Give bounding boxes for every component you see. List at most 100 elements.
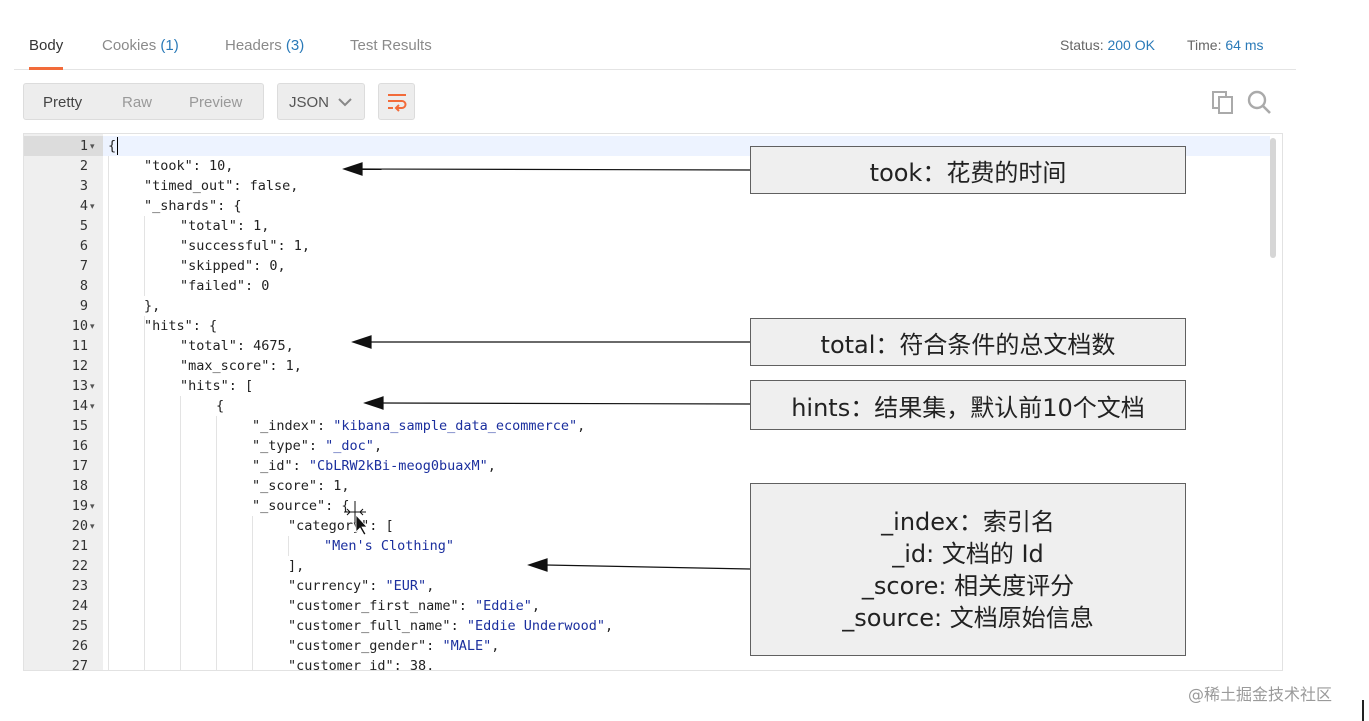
json-token: : [ — [369, 518, 394, 534]
time-value: 64 ms — [1225, 37, 1264, 53]
wrap-lines-button[interactable] — [378, 83, 415, 120]
indent-guide — [144, 316, 145, 670]
fold-toggle-icon[interactable]: ▾ — [90, 501, 95, 511]
fold-toggle-icon[interactable]: ▾ — [90, 401, 95, 411]
json-token: : 1, — [269, 358, 302, 374]
json-token: ], — [288, 558, 305, 574]
line-number: 17 — [71, 458, 88, 474]
json-key: "hits" — [180, 378, 229, 394]
code-line: { — [108, 136, 116, 156]
tab-count: (1) — [160, 37, 179, 54]
code-line: "max_score": 1, — [180, 356, 302, 376]
code-line: "took": 10, — [144, 156, 233, 176]
tab-cookies[interactable]: Cookies (1) — [102, 37, 179, 70]
indent-guide — [216, 416, 217, 670]
json-key: "customer_full_name" — [288, 618, 451, 634]
json-key: "max_score" — [180, 358, 270, 374]
annotation-field-index: _index：索引名 — [881, 507, 1055, 536]
line-number: 15 — [71, 418, 88, 434]
json-string: "Eddie" — [474, 598, 532, 614]
json-string: "Men's Clothing" — [324, 538, 455, 554]
vertical-scrollbar[interactable] — [1270, 138, 1276, 258]
indent-guide — [288, 536, 289, 556]
json-token: { — [108, 138, 117, 154]
json-key: "took" — [144, 158, 193, 174]
json-token: , — [487, 458, 496, 474]
json-token: : 0 — [245, 278, 270, 294]
line-number: 4 — [79, 198, 88, 214]
json-token: , — [491, 638, 500, 654]
line-number: 21 — [71, 538, 88, 554]
json-key: "_index" — [252, 418, 318, 434]
code-line: "customer_gender": "MALE", — [288, 636, 499, 656]
fold-toggle-icon[interactable]: ▾ — [90, 381, 95, 391]
json-token: : — [308, 438, 326, 454]
fold-toggle-icon[interactable]: ▾ — [90, 521, 95, 531]
json-key: "_id" — [252, 458, 293, 474]
json-token: , — [426, 578, 435, 594]
line-number: 13 — [71, 378, 88, 394]
json-token: , — [373, 438, 383, 454]
code-line: { — [216, 396, 224, 416]
line-number: 27 — [71, 658, 88, 671]
code-line: "_score": 1, — [252, 476, 350, 496]
fold-toggle-icon[interactable]: ▾ — [90, 141, 95, 151]
line-number: 2 — [79, 158, 88, 174]
json-token: : { — [325, 498, 350, 514]
tab-test-results[interactable]: Test Results — [350, 37, 432, 70]
json-key: "customer_gender" — [288, 638, 427, 654]
code-line: "_index": "kibana_sample_data_ecommerce"… — [252, 416, 585, 436]
code-line: "customer_full_name": "Eddie Underwood", — [288, 616, 613, 636]
search-icon[interactable] — [1247, 90, 1273, 114]
line-number: 1 — [79, 138, 88, 154]
annotation-field-source: _source: 文档原始信息 — [842, 603, 1094, 632]
annotation-fields: _index：索引名 _id: 文档的 Id _score: 相关度评分 _so… — [750, 483, 1186, 656]
fold-toggle-icon[interactable]: ▾ — [90, 201, 95, 211]
code-line: "category": [ — [288, 516, 394, 536]
status-value: 200 OK — [1107, 37, 1155, 53]
code-line: "_type": "_doc", — [252, 436, 382, 456]
fold-toggle-icon[interactable]: ▾ — [90, 321, 95, 331]
json-token: }, — [144, 298, 161, 314]
indent-guide — [180, 396, 181, 670]
line-number: 26 — [71, 638, 88, 654]
json-string: "CbLRW2kBi-meog0buaxM" — [308, 458, 488, 474]
line-number: 19 — [71, 498, 88, 514]
json-key: "total" — [180, 338, 237, 354]
wrap-lines-icon — [388, 94, 407, 112]
annotation-field-id: _id: 文档的 Id — [892, 539, 1044, 568]
json-string: "Eddie Underwood" — [466, 618, 605, 634]
annotation-total: total：符合条件的总文档数 — [750, 318, 1186, 366]
json-key: "timed_out" — [144, 178, 234, 194]
json-token: : — [458, 598, 475, 614]
indent-guide — [144, 216, 145, 296]
json-token: : 1, — [277, 238, 311, 254]
json-key: "currency" — [288, 578, 370, 594]
view-mode-pretty[interactable]: Pretty — [43, 94, 83, 111]
tab-headers[interactable]: Headers (3) — [225, 37, 304, 70]
line-number: 23 — [71, 578, 88, 594]
code-line: "Men's Clothing" — [324, 536, 454, 556]
json-token: , — [605, 618, 614, 634]
json-key: "customer_first_name" — [288, 598, 459, 614]
line-number: 11 — [71, 338, 88, 354]
tab-body[interactable]: Body — [29, 37, 64, 70]
code-line: "successful": 1, — [180, 236, 310, 256]
time-label: Time: — [1187, 37, 1222, 53]
copy-icon[interactable] — [1211, 90, 1235, 114]
json-token: : 4675, — [236, 338, 294, 354]
code-line: "_shards": { — [144, 196, 242, 216]
json-key: "customer_id" — [288, 658, 394, 671]
text-cursor — [117, 137, 118, 155]
tab-label: Headers — [225, 37, 282, 54]
view-mode-raw[interactable]: Raw — [122, 94, 153, 111]
code-line: "hits": [ — [180, 376, 253, 396]
format-select[interactable]: JSON — [277, 83, 365, 120]
json-token: , — [531, 598, 540, 614]
json-token: , — [577, 418, 586, 434]
format-select-value: JSON — [289, 94, 330, 111]
json-token: : { — [217, 198, 242, 214]
view-mode-preview[interactable]: Preview — [189, 94, 243, 111]
json-key: "skipped" — [180, 258, 254, 274]
json-key: "_type" — [252, 438, 309, 454]
